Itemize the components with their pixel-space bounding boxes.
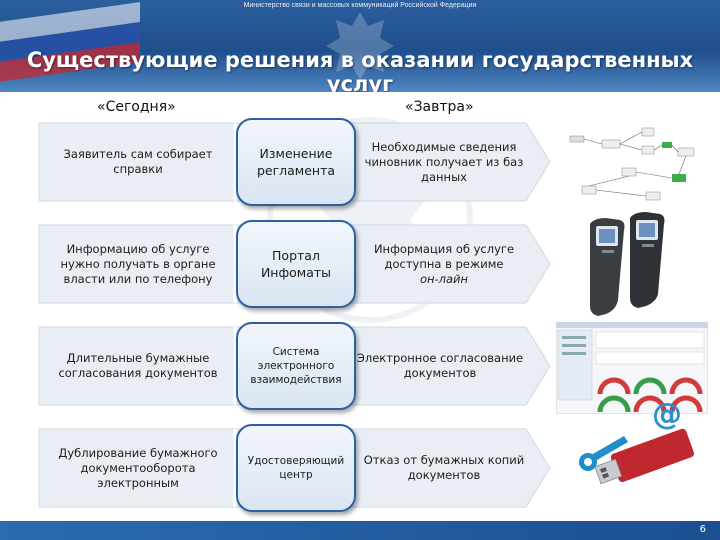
- header-banner: Министерство связи и массовых коммуникац…: [0, 0, 720, 92]
- column-title-tomorrow: «Завтра»: [405, 99, 474, 115]
- tomorrow-text: Отказ от бумажных копий документов: [358, 428, 530, 508]
- solution-pill-1: Изменение регламента: [236, 118, 356, 206]
- solution-text: Система электронного взаимодействия: [238, 345, 354, 387]
- today-text: Заявитель сам собирает справки: [46, 122, 230, 202]
- today-text: Дублирование бумажного документооборота …: [46, 428, 230, 508]
- solution-text: Изменение регламента: [238, 145, 354, 179]
- tomorrow-text-italic: он-лайн: [420, 272, 468, 287]
- kiosk-icon: [572, 210, 692, 320]
- footer-bar: 6: [0, 521, 720, 540]
- tomorrow-text-main: Электронное согласование документов: [350, 351, 530, 381]
- process-diagram-icon: [562, 124, 702, 212]
- tomorrow-text: Необходимые сведения чиновник получает и…: [358, 122, 530, 202]
- solution-pill-3: Система электронного взаимодействия: [236, 322, 356, 410]
- today-text: Длительные бумажные согласования докумен…: [46, 326, 230, 406]
- page-title: Существующие решения в оказании государс…: [0, 48, 720, 92]
- solution-pill-2: Портал Инфоматы: [236, 220, 356, 308]
- column-title-today: «Сегодня»: [97, 99, 176, 115]
- today-text: Информацию об услуге нужно получать в ор…: [46, 224, 230, 304]
- page-number: 6: [700, 524, 706, 535]
- solution-text: Портал Инфоматы: [256, 247, 336, 281]
- tomorrow-text-main: Информация об услуге доступна в режиме: [358, 242, 530, 272]
- svg-text:@: @: [652, 397, 682, 432]
- tomorrow-text: Информация об услуге доступна в режиме о…: [358, 224, 530, 304]
- tomorrow-text-main: Необходимые сведения чиновник получает и…: [358, 140, 530, 185]
- solution-pill-4: Удостоверяющий центр: [236, 424, 356, 512]
- usb-key-icon: @: [572, 396, 702, 506]
- tomorrow-text: Электронное согласование документов: [350, 326, 530, 406]
- ministry-caption: Министерство связи и массовых коммуникац…: [0, 2, 720, 9]
- solution-text: Удостоверяющий центр: [238, 454, 354, 482]
- tomorrow-text-main: Отказ от бумажных копий документов: [358, 453, 530, 483]
